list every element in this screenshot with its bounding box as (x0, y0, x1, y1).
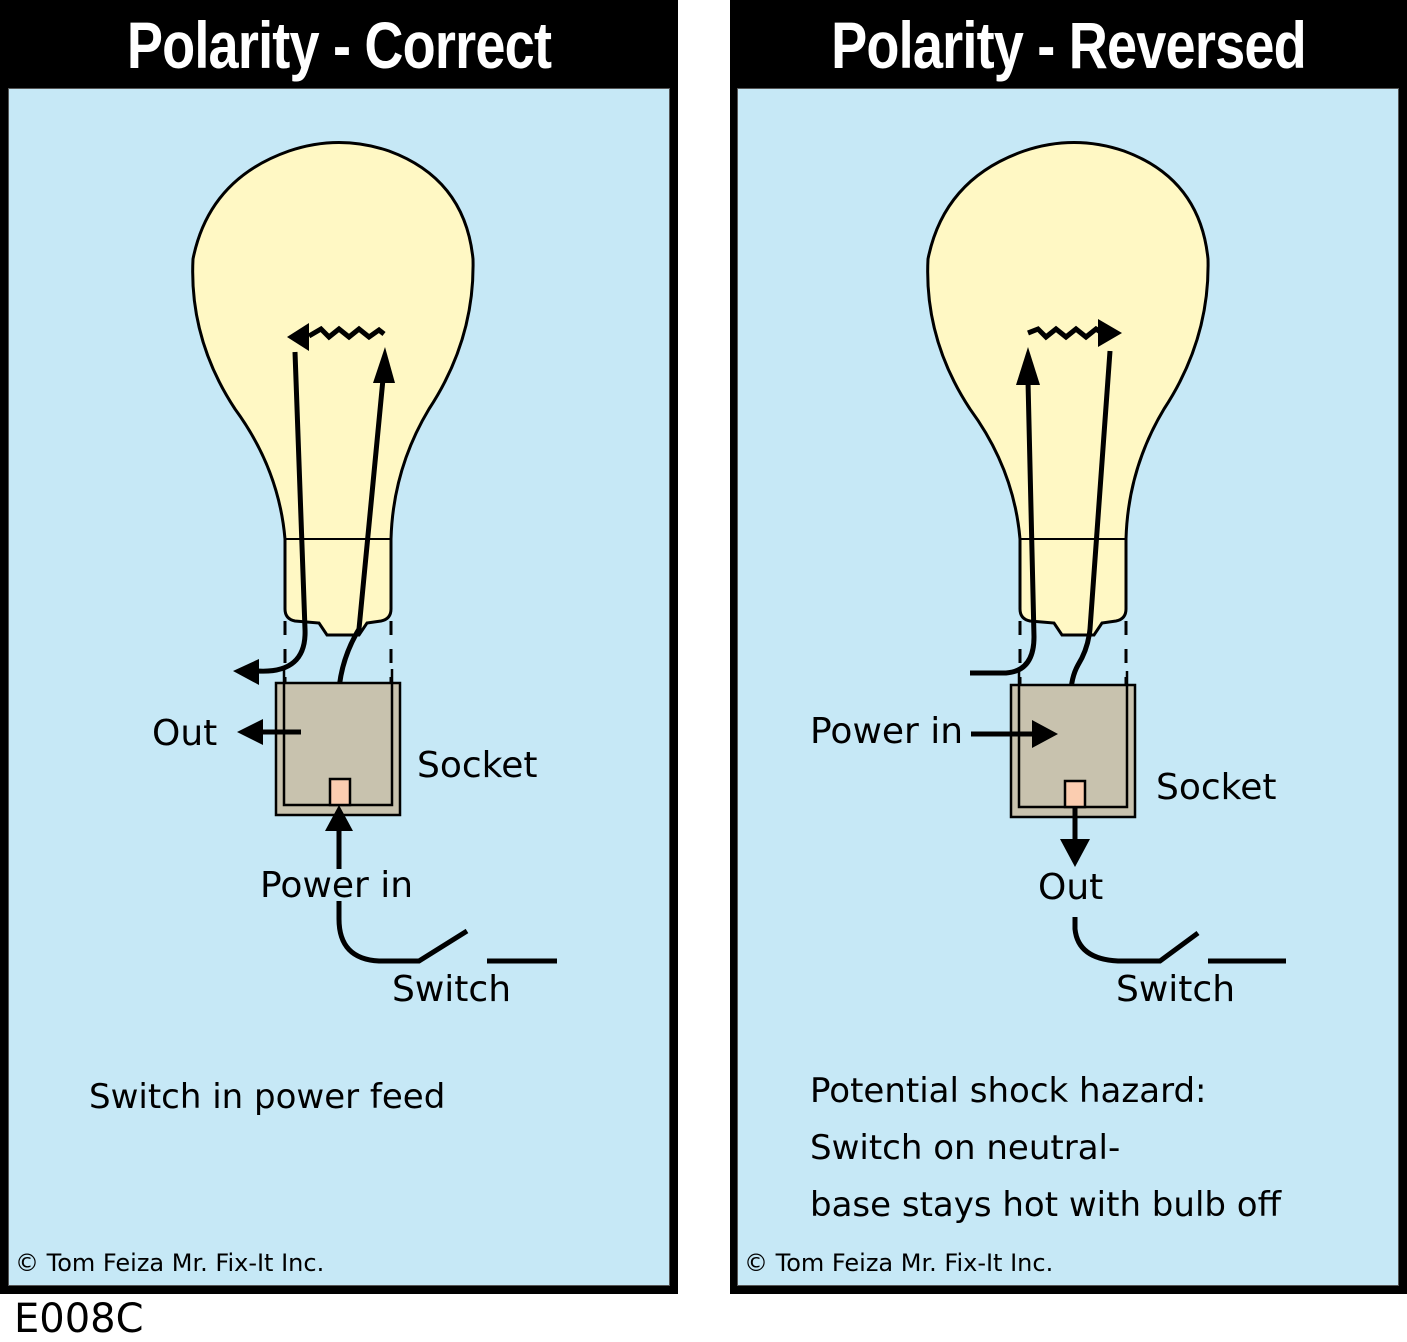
panel-body: Out Socket Power in Switch Switch in pow… (8, 88, 670, 1286)
light-bulb-icon (191, 141, 475, 637)
socket-label: Socket (417, 745, 538, 786)
switch-icon (1072, 917, 1286, 964)
socket-icon (274, 669, 402, 817)
caption-line: base stays hot with bulb off (810, 1185, 1282, 1225)
out-label: Out (1038, 867, 1104, 908)
alignment-guides (1018, 621, 1128, 685)
panel-title: Polarity - Correct (126, 8, 552, 82)
out-label: Out (152, 713, 218, 754)
alignment-guides (283, 621, 393, 685)
panel-title: Polarity - Reversed (831, 8, 1307, 82)
switch-icon (336, 901, 557, 964)
caption-line: Switch on neutral- (810, 1128, 1121, 1168)
caption: Switch in power feed (89, 1069, 445, 1126)
polarity-correct-diagram (191, 141, 557, 964)
switch-label: Switch (392, 969, 512, 1010)
power-in-arrow-icon (971, 720, 1058, 748)
panel-body: Power in Socket Out Switch Potential sho… (737, 88, 1399, 1286)
figure-code: E008C (14, 1296, 144, 1342)
socket-label: Socket (1156, 767, 1277, 808)
out-arrow-icon (237, 719, 301, 745)
copyright-notice: © Tom Feiza Mr. Fix-It Inc. (744, 1249, 1054, 1277)
filament-icon (1027, 319, 1122, 347)
caption: Potential shock hazard: Switch on neutra… (810, 1063, 1281, 1234)
light-bulb-icon (926, 141, 1210, 637)
copyright-notice: © Tom Feiza Mr. Fix-It Inc. (15, 1249, 325, 1277)
power-in-arrow-icon (325, 805, 353, 869)
filament-icon (287, 323, 386, 351)
caption-line: Potential shock hazard: (810, 1071, 1207, 1111)
socket-icon (1009, 671, 1137, 819)
power-in-label: Power in (810, 711, 964, 752)
panel-polarity-reversed: Polarity - Reversed (730, 0, 1407, 1294)
caption-line: Switch in power feed (89, 1077, 446, 1117)
switch-label: Switch (1116, 969, 1236, 1010)
panel-polarity-correct: Polarity - Correct (0, 0, 678, 1294)
power-in-label: Power in (260, 865, 414, 906)
out-arrow-icon (1060, 807, 1090, 867)
polarity-reversed-diagram (926, 141, 1286, 964)
